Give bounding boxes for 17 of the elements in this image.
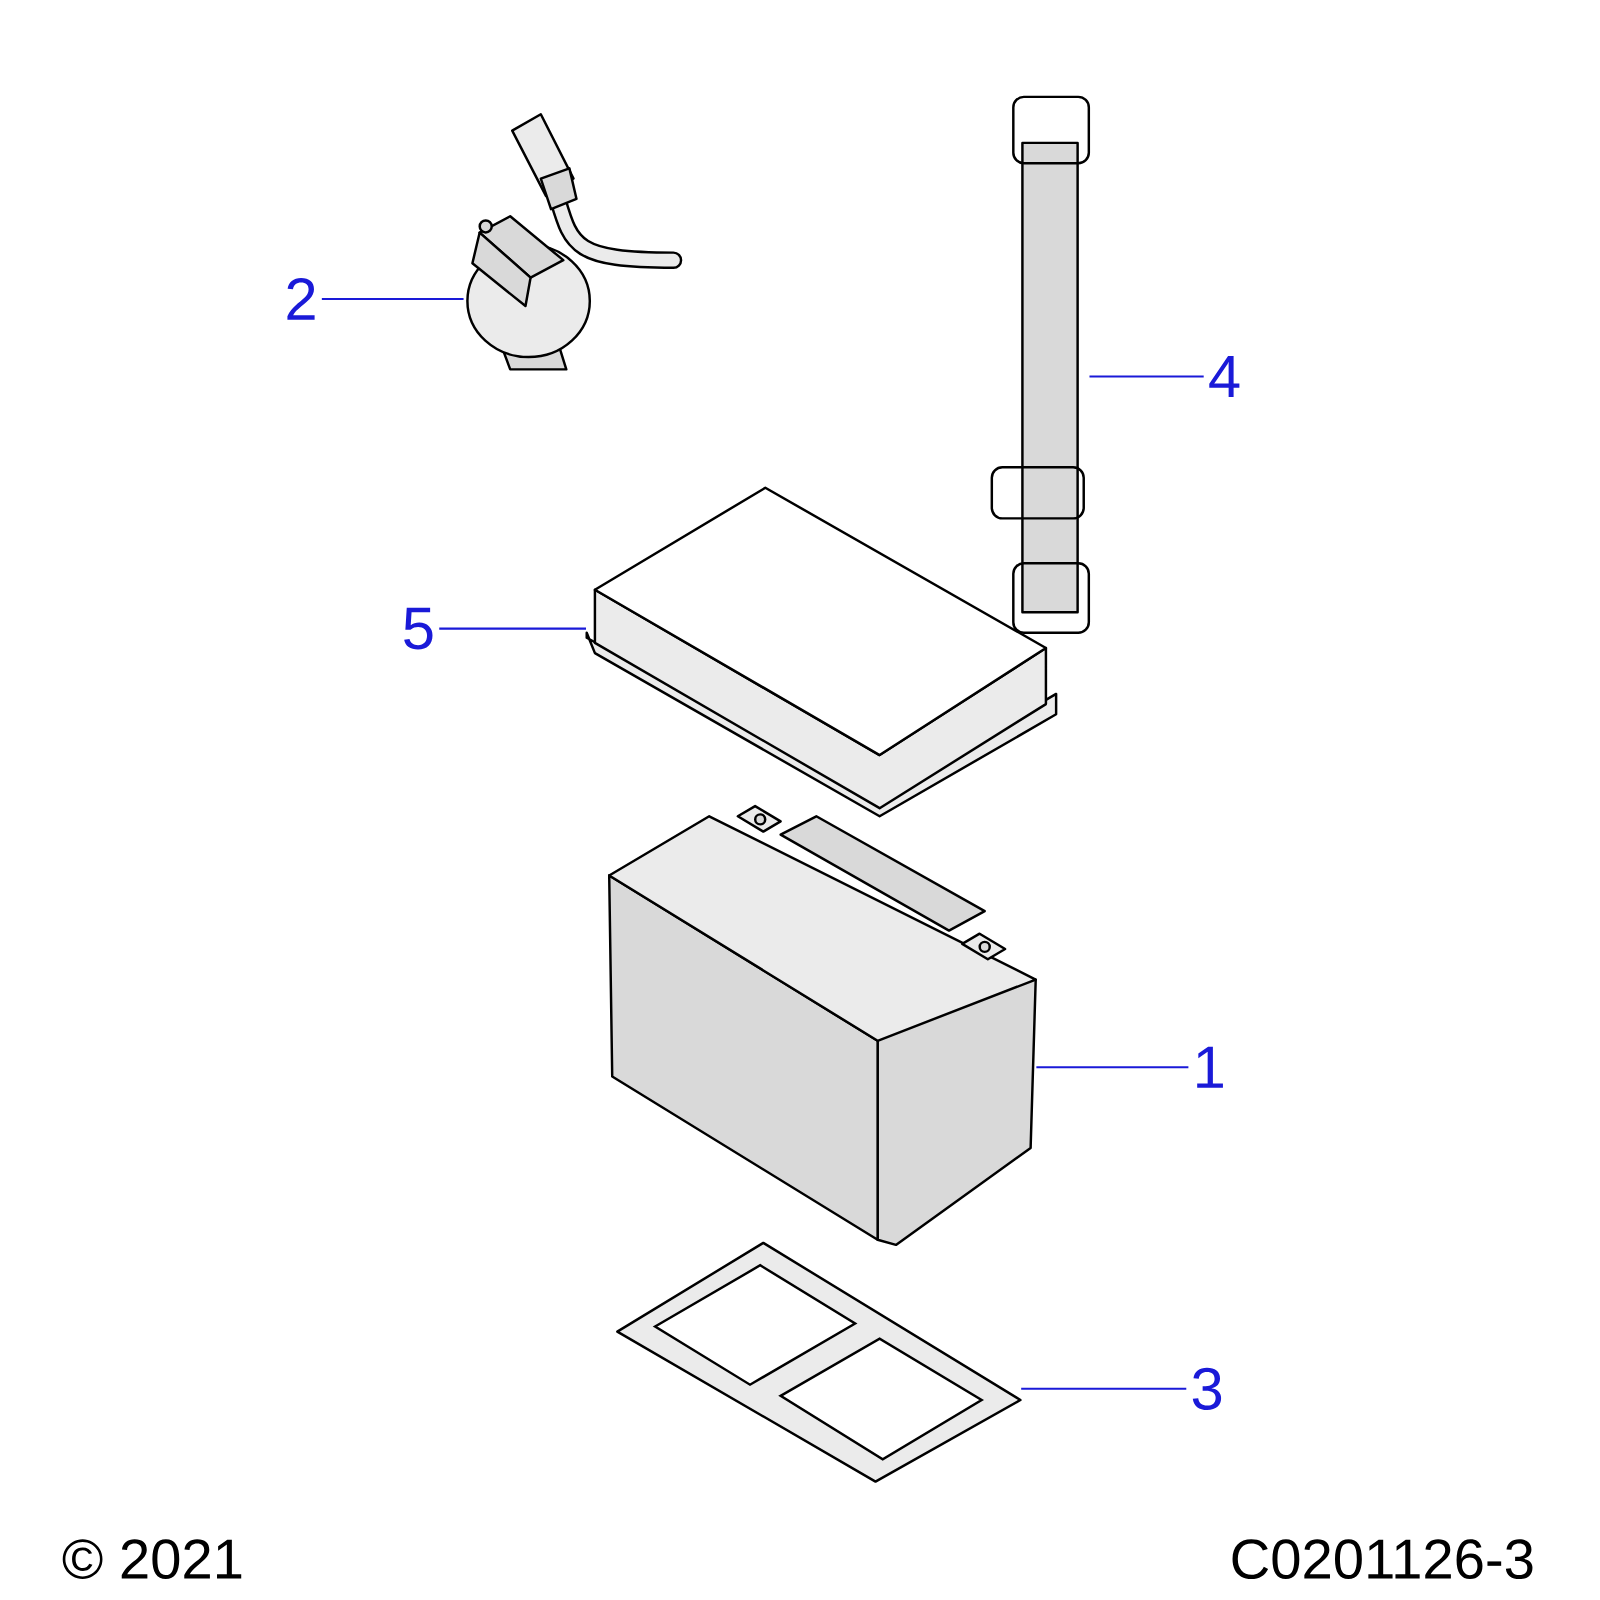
strap-drawing (990, 95, 1091, 634)
battery-drawing (608, 804, 1037, 1247)
relay-drawing (466, 113, 683, 371)
leader-line (439, 627, 586, 630)
battery-pad-drawing (616, 1241, 1022, 1483)
battery-cover-drawing (585, 486, 1058, 818)
callout-number: 1 (1197, 1046, 1223, 1088)
leader-line (1089, 375, 1204, 378)
callout-number: 5 (404, 607, 433, 650)
callout-number: 2 (287, 278, 315, 320)
callout-number: 4 (1209, 355, 1240, 398)
copyright-text: © 2021 (62, 1539, 242, 1580)
leader-line (1036, 1066, 1189, 1069)
callout-number: 3 (1192, 1367, 1222, 1410)
drawing-number: C0201126-3 (1232, 1539, 1533, 1580)
leader-line (1021, 1387, 1187, 1390)
leader-line (321, 297, 464, 301)
